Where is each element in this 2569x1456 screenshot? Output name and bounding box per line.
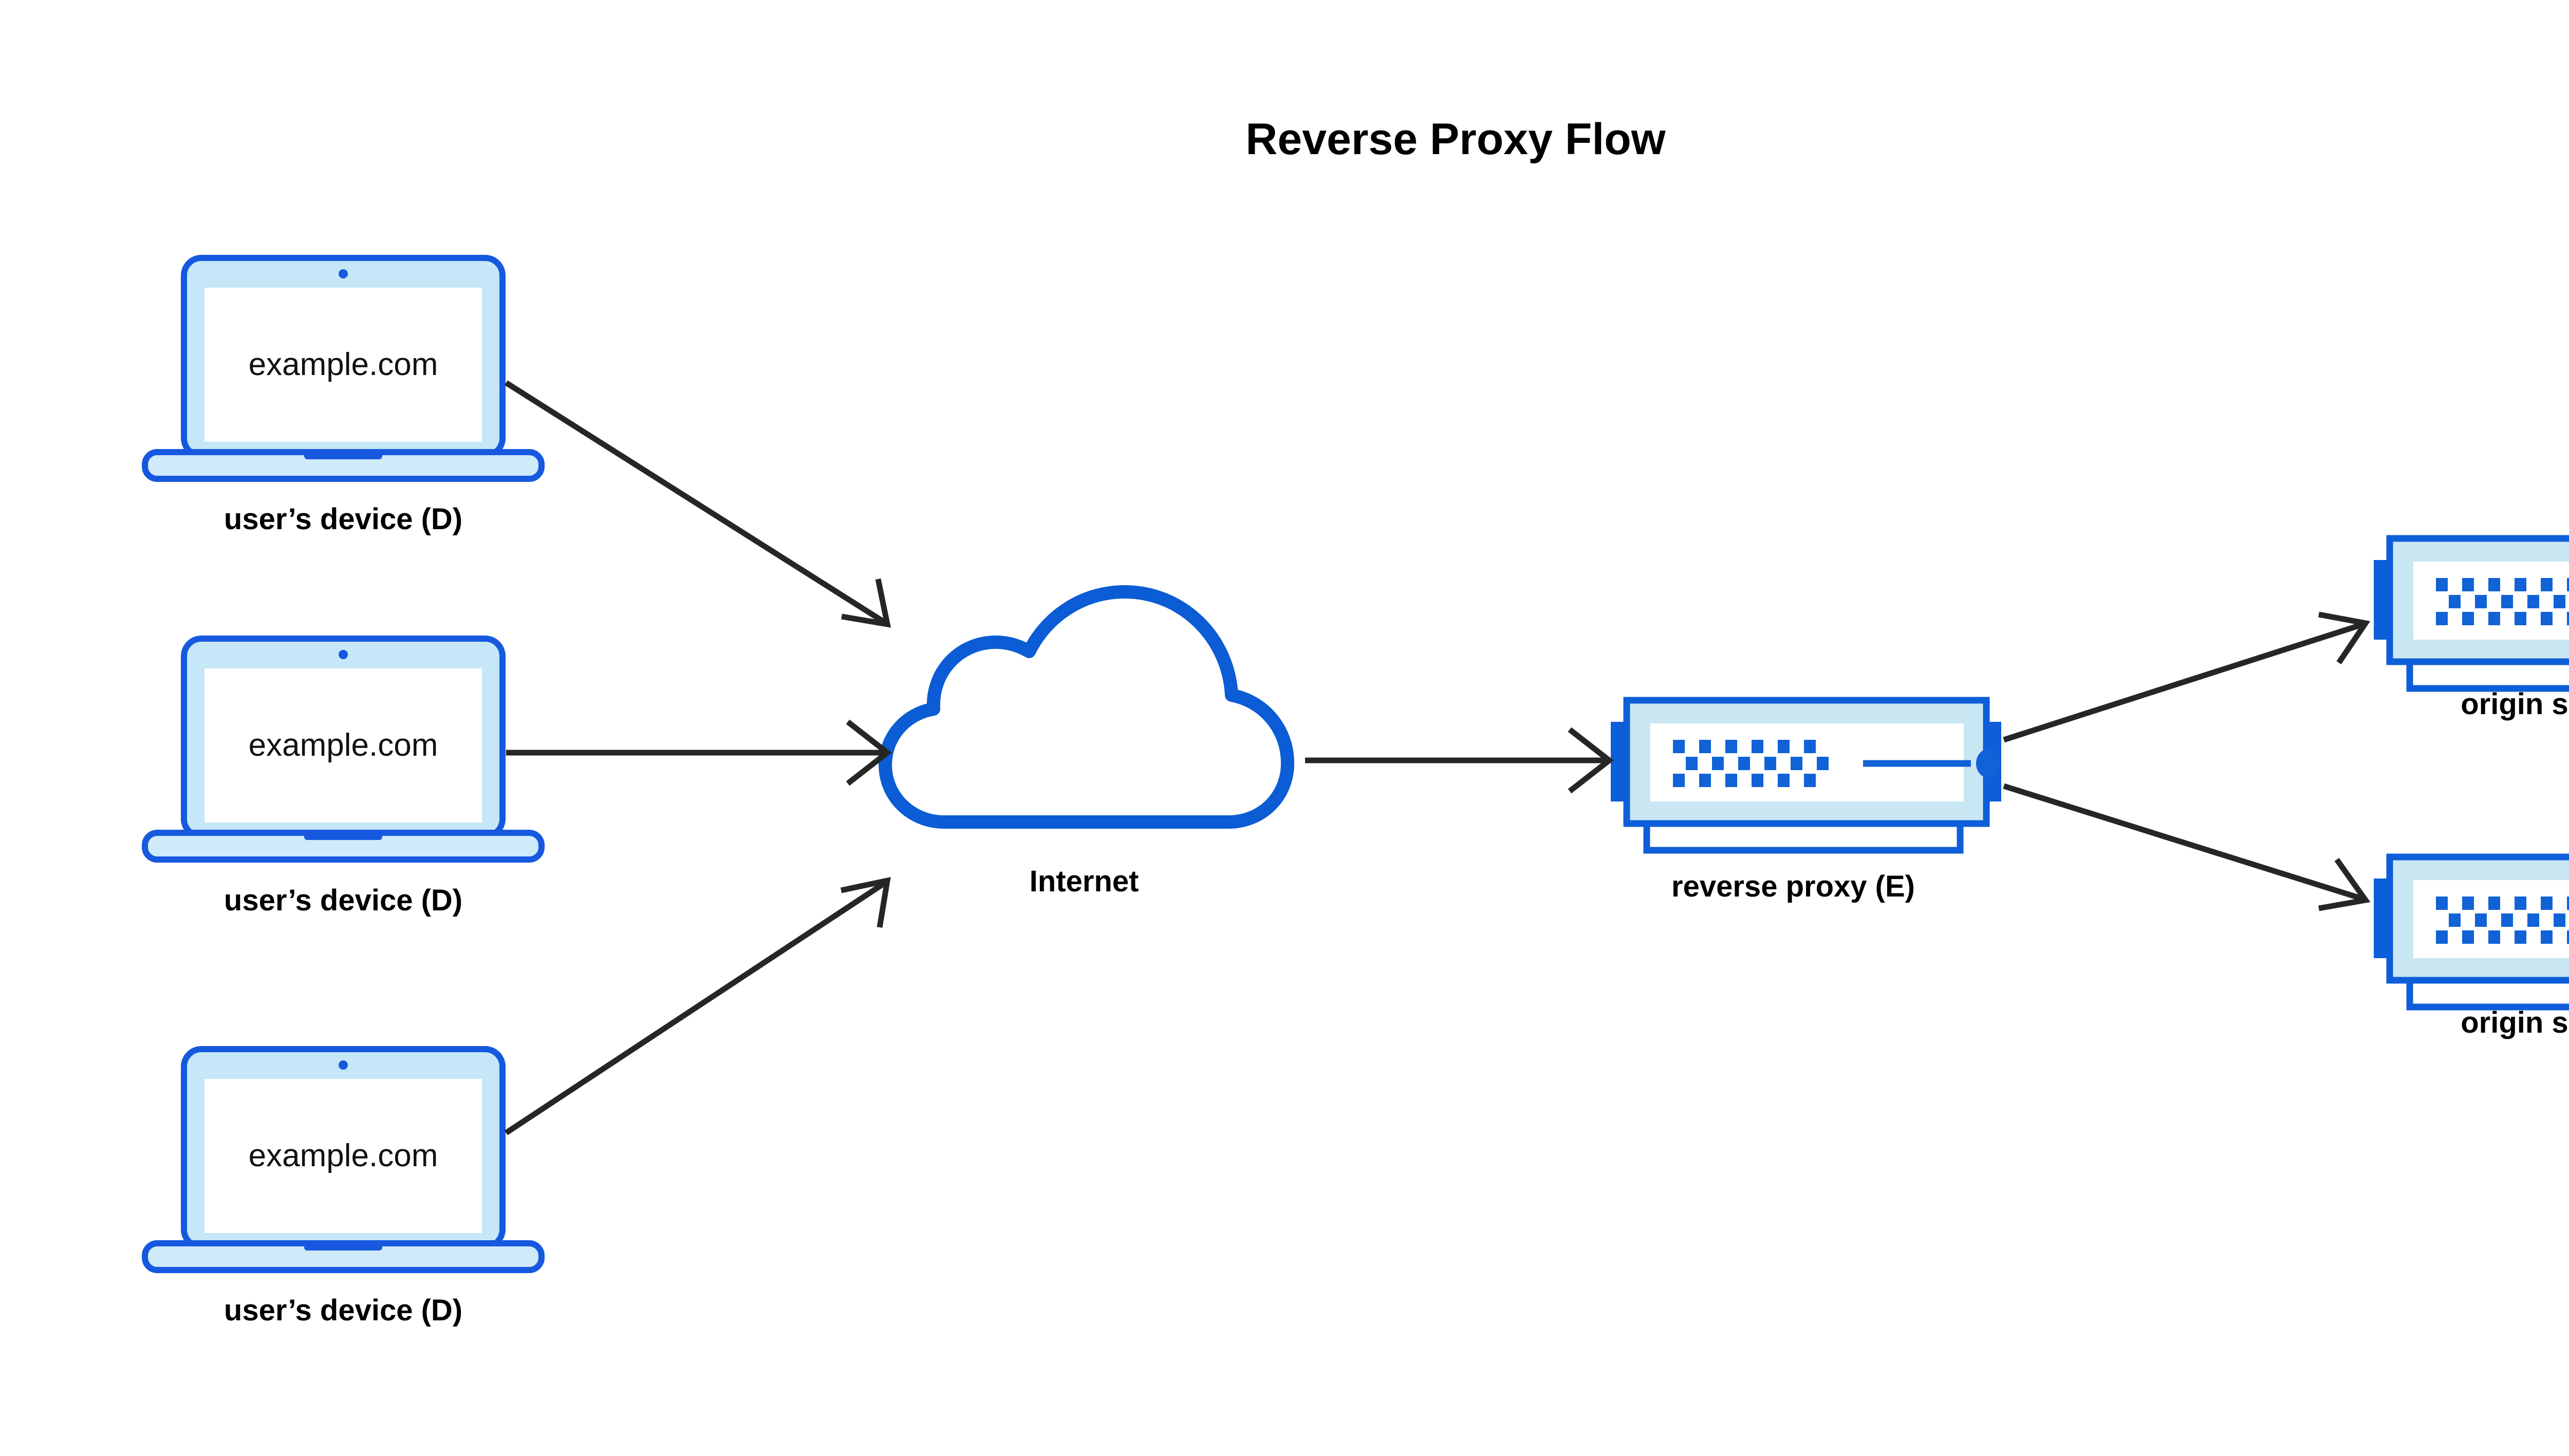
flow-arrow-device-top-to-internet <box>505 380 891 628</box>
device-label: user’s device (D) <box>224 884 462 917</box>
laptop-trackpad-notch <box>304 1243 382 1250</box>
server-led-grid <box>2436 897 2569 944</box>
flow-arrow-device-middle-to-internet <box>506 719 892 786</box>
server-face <box>2413 880 2569 958</box>
laptop-screen <box>204 1079 482 1233</box>
server-led-grid <box>2436 578 2569 625</box>
device-screen-text: example.com <box>249 347 438 382</box>
webcam-icon <box>339 650 348 659</box>
webcam-icon <box>339 269 348 278</box>
internet-node[interactable]: Internet <box>879 585 1294 898</box>
user-device-middle[interactable]: example.com user’s device (D) <box>142 636 545 917</box>
reverse-proxy-node[interactable]: reverse proxy (E) <box>1611 697 2001 903</box>
device-screen-text: example.com <box>249 1138 438 1173</box>
internet-label: Internet <box>1030 865 1139 898</box>
flow-arrow-device-bottom-to-internet <box>504 876 891 1135</box>
reverse-proxy-label: reverse proxy (E) <box>1671 870 1915 903</box>
laptop-screen <box>204 288 482 442</box>
server-status-dot <box>1976 749 2001 778</box>
flow-arrow-internet-to-reverse-proxy <box>1305 727 1614 794</box>
cloud-icon <box>879 585 1294 829</box>
flow-arrow-reverse-proxy-to-origin-top <box>2003 611 2371 743</box>
device-label: user’s device (D) <box>224 502 462 536</box>
flow-arrow-reverse-proxy-to-origin-bottom <box>2003 783 2371 911</box>
laptop-screen <box>204 668 482 823</box>
laptop-trackpad-notch <box>304 833 382 840</box>
page-title: Reverse Proxy Flow <box>1245 115 1666 164</box>
device-screen-text: example.com <box>249 727 438 763</box>
user-device-bottom[interactable]: example.com user’s device (D) <box>142 1046 545 1327</box>
origin-server-top[interactable]: origin server (F) <box>2374 535 2569 721</box>
origin-server-label: origin server (F) <box>2461 1006 2569 1039</box>
server-led-grid <box>1673 740 1829 787</box>
server-face <box>2413 562 2569 640</box>
webcam-icon <box>339 1060 348 1070</box>
user-device-top[interactable]: example.com user’s device (D) <box>142 255 545 536</box>
laptop-trackpad-notch <box>304 452 382 459</box>
device-label: user’s device (D) <box>224 1294 462 1327</box>
origin-server-label: origin server (F) <box>2461 687 2569 721</box>
origin-server-bottom[interactable]: origin server (F) <box>2374 853 2569 1039</box>
